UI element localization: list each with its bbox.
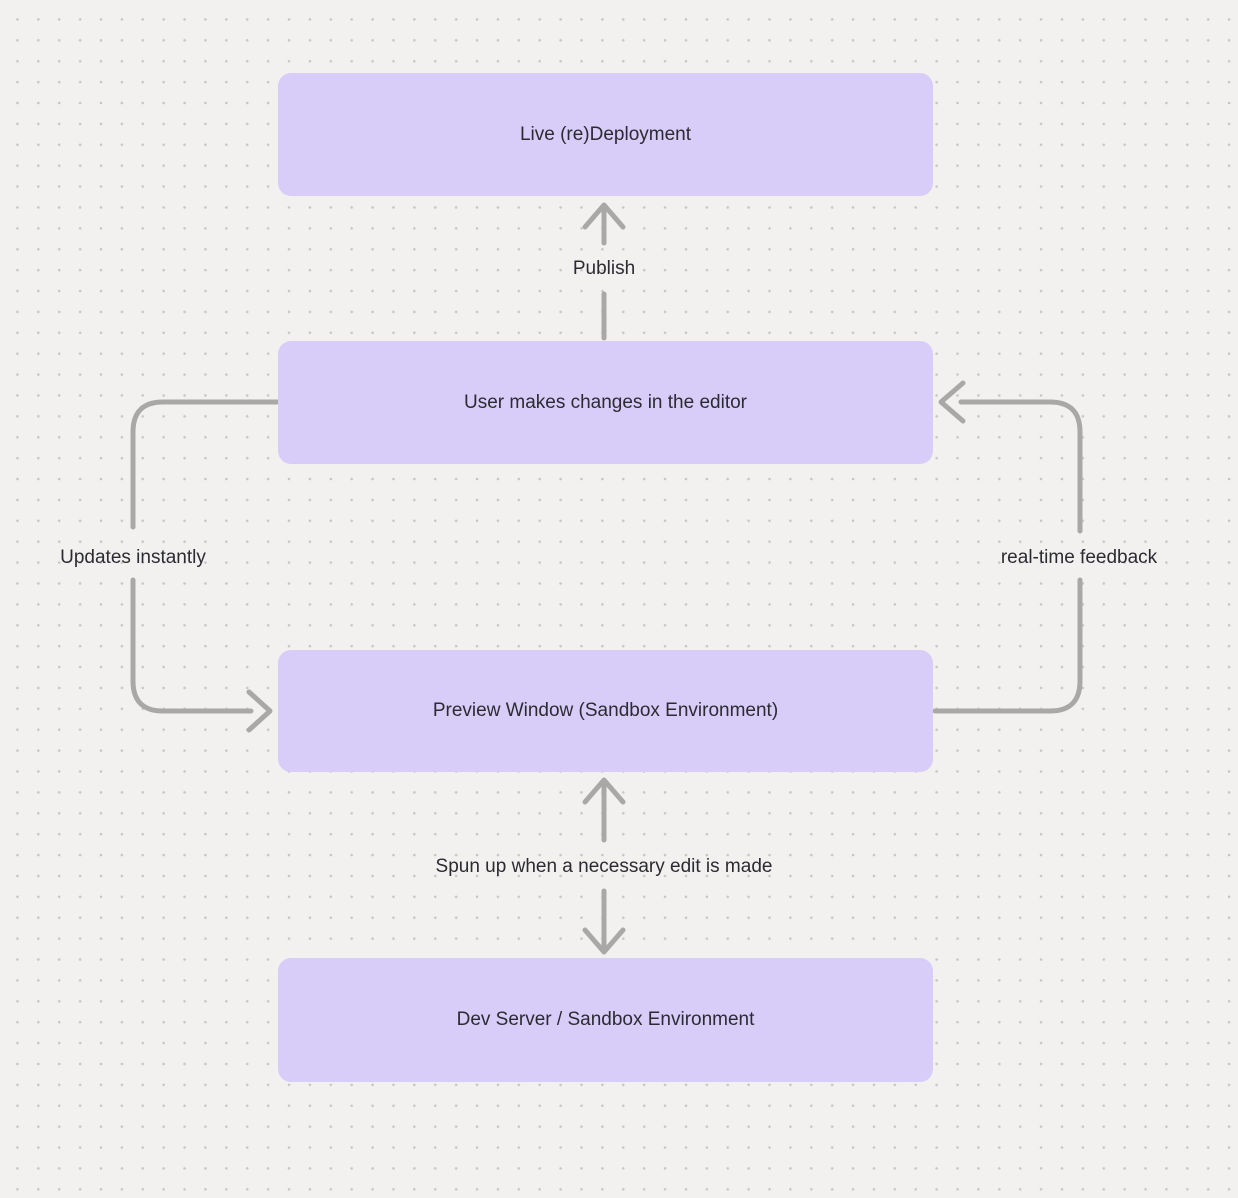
node-preview-window-label: Preview Window (Sandbox Environment) (432, 700, 779, 722)
node-dev-server: Dev Server / Sandbox Environment (278, 958, 933, 1082)
edge-label-publish: Publish (572, 258, 636, 279)
edge-feedback-upper (958, 399, 1083, 534)
edge-feedback-arrowhead-icon (938, 380, 966, 424)
edge-spun-up-arrowhead-up-icon (582, 777, 626, 805)
edge-feedback-lower (932, 577, 1083, 714)
edge-updates-arrowhead-icon (246, 689, 273, 733)
edge-label-spun-up: Spun up when a necessary edit is made (435, 856, 773, 877)
edge-updates-lower (130, 577, 254, 714)
edge-label-realtime-feedback: real-time feedback (1000, 547, 1158, 568)
node-dev-server-label: Dev Server / Sandbox Environment (456, 1009, 755, 1031)
edge-spun-up-arrowhead-down-icon (582, 927, 626, 955)
node-user-editor-label: User makes changes in the editor (463, 391, 748, 413)
node-preview-window: Preview Window (Sandbox Environment) (278, 650, 933, 772)
edge-label-updates-instantly: Updates instantly (60, 547, 206, 568)
node-live-redeployment: Live (re)Deployment (278, 73, 933, 196)
node-live-redeployment-label: Live (re)Deployment (519, 123, 692, 145)
edge-publish-arrowhead-icon (582, 202, 626, 230)
edge-updates-upper (130, 399, 280, 530)
node-user-editor: User makes changes in the editor (278, 341, 933, 464)
